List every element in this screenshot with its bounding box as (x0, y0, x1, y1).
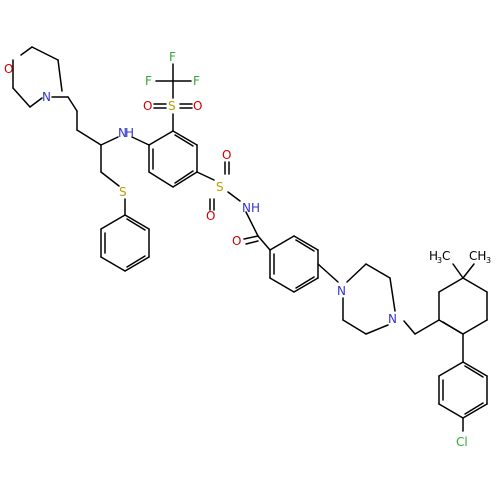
atom-label-piperazine-n2: N (388, 312, 397, 326)
atom-label-fluorine-left: F (145, 74, 152, 88)
atom-label-methyl-left-subscript: 3 (437, 256, 442, 265)
atom-label-methyl-right-c: CH (469, 249, 486, 263)
atom-label-sulfonyl1-s: S (168, 99, 176, 113)
atom-label-morpholine-n: N (42, 90, 51, 104)
atom-label-sulfonyl2-o-top: O (222, 148, 231, 162)
atom-label-chlorine: Cl (456, 435, 468, 449)
atom-label-sulfonamide-n: N (242, 201, 251, 215)
atom-label-piperazine-n1: N (337, 284, 346, 298)
atom-label-thioether-s: S (119, 185, 127, 199)
atom-label-sulfonyl2-s: S (216, 180, 224, 194)
atom-label-amine-h: H (125, 126, 134, 140)
atom-label-sulfonyl1-o-right: O (193, 99, 202, 113)
atom-label-amine-n: N (118, 126, 127, 140)
atom-labels: O N N H S F F F O S O O S O N H O N N H … (4, 50, 491, 449)
atom-label-methyl-right-subscript: 3 (486, 256, 491, 265)
atom-label-methyl-left-h: H (429, 249, 438, 263)
atom-label-sulfonamide-h: H (251, 201, 260, 215)
atom-label-methyl-left-c: C (442, 249, 450, 263)
atom-label-fluorine-top: F (169, 50, 176, 64)
bond-lines (12, 46, 488, 432)
atom-label-morpholine-o: O (4, 62, 13, 76)
atom-label-carbonyl-o: O (232, 234, 241, 248)
atom-label-fluorine-right: F (193, 74, 200, 88)
atom-label-sulfonyl1-o-left: O (143, 99, 152, 113)
atom-label-sulfonyl2-o-bottom: O (206, 209, 215, 223)
